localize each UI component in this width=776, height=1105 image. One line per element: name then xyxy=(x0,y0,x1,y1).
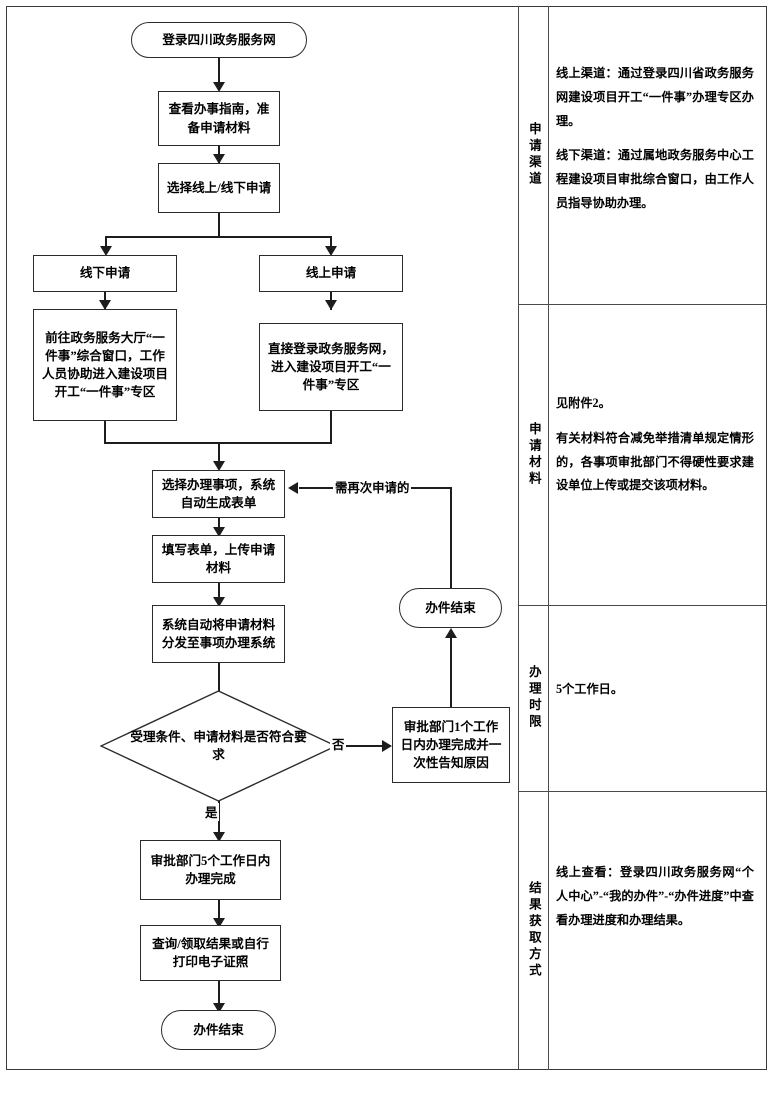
connector-feedback-vertical xyxy=(450,488,452,588)
arrow-select-to-fill xyxy=(213,527,225,537)
connector-dispatch-to-decision xyxy=(218,663,220,693)
annotation-paragraph: 有关材料符合减免举措清单规定情形的，各事项审批部门不得硬性要求建设单位上传或提交… xyxy=(556,430,754,493)
arrow-to-offline xyxy=(99,246,112,256)
annotation-label-result-retrieval: 结果获取方式 xyxy=(526,881,541,980)
node-select-item: 选择办理事项，系统自动生成表单 xyxy=(152,470,285,518)
node-offline-application: 线下申请 xyxy=(33,255,177,292)
annotation-paragraph: 线上渠道：通过登录四川省政务服务网建设项目开工“一件事”办理专区办理。 xyxy=(556,66,754,128)
annotation-paragraph: 线下渠道：通过属地政务服务中心工程建设项目审批综合窗口，由工作人员指导协助办理。 xyxy=(556,148,754,210)
table-divider-vertical-1 xyxy=(518,6,519,1070)
connector-merge-stem xyxy=(218,442,220,464)
decision-label: 受理条件、申请材料是否符合要求 xyxy=(130,729,307,762)
node-online-application: 线上申请 xyxy=(259,255,403,292)
node-end-success: 办件结束 xyxy=(161,1010,276,1050)
connector-select-to-fill xyxy=(218,518,220,535)
connector-split-left xyxy=(105,236,107,254)
connector-online-detail-down xyxy=(330,411,332,443)
node-auto-dispatch: 系统自动将申请材料分发至事项办理系统 xyxy=(152,605,285,663)
arrow-approve-to-result xyxy=(213,918,225,928)
annotation-label-processing-time: 办理时限 xyxy=(526,665,541,731)
table-divider-vertical-2 xyxy=(548,6,549,1070)
annotation-paragraph: 线上查看：登录四川政务服务网“个人中心”-“我的办件”-“办件进度”中查看办理进… xyxy=(556,865,754,927)
edge-label-reapply: 需再次申请的 xyxy=(333,478,412,496)
connector-approve-to-result xyxy=(218,900,220,924)
connector-reject-to-end xyxy=(450,638,452,707)
arrow-start-to-guide xyxy=(213,82,225,92)
arrow-result-to-end xyxy=(213,1003,225,1013)
connector-result-to-end xyxy=(218,981,220,1007)
connector-start-to-guide xyxy=(218,58,220,84)
arrow-decision-to-approve xyxy=(213,832,225,842)
connector-split-right xyxy=(330,236,332,254)
annotation-label-application-materials: 申请材料 xyxy=(526,421,541,488)
connector-split-horizontal xyxy=(105,236,332,238)
edge-label-no: 否 xyxy=(330,735,347,753)
node-fill-form: 填写表单，上传申请材料 xyxy=(152,535,285,583)
node-start: 登录四川政务服务网 xyxy=(131,22,307,58)
table-divider-horizontal-3 xyxy=(518,791,767,792)
node-online-detail: 直接登录政务服务网，进入建设项目开工“一件事”专区 xyxy=(259,323,403,411)
arrow-fill-to-dispatch xyxy=(213,597,225,607)
arrow-online-to-detail xyxy=(325,300,338,310)
node-decision: 受理条件、申请材料是否符合要求 xyxy=(100,690,337,802)
node-offline-detail: 前往政务服务大厅“一件事”综合窗口，工作人员协助进入建设项目开工“一件事”专区 xyxy=(33,309,177,421)
page-frame xyxy=(6,6,767,1070)
connector-choose-stem xyxy=(218,213,220,237)
annotation-label-application-channel: 申请渠道 xyxy=(526,122,541,188)
connector-offline-detail-down xyxy=(104,421,106,443)
node-approve: 审批部门5个工作日内办理完成 xyxy=(140,840,281,900)
connector-fill-to-dispatch xyxy=(218,583,220,604)
table-divider-horizontal-2 xyxy=(518,605,767,606)
arrow-merge-to-select xyxy=(213,461,225,471)
arrow-guide-to-choose xyxy=(213,154,225,164)
annotation-paragraph: 5个工作日。 xyxy=(556,682,624,696)
arrow-decision-to-reject xyxy=(382,740,392,752)
annotation-body-processing-time: 5个工作日。 xyxy=(556,678,754,702)
annotation-body-application-channel: 线上渠道：通过登录四川省政务服务网建设项目开工“一件事”办理专区办理。 线下渠道… xyxy=(556,62,754,216)
node-get-result: 查询/领取结果或自行打印电子证照 xyxy=(140,925,281,981)
node-end-reject: 办件结束 xyxy=(399,588,502,628)
arrow-feedback-to-select xyxy=(288,482,298,494)
annotation-body-application-materials: 见附件2。 有关材料符合减免举措清单规定情形的，各事项审批部门不得硬性要求建设单… xyxy=(556,392,754,498)
connector-decision-no-2 xyxy=(352,745,384,747)
arrow-offline-to-detail xyxy=(99,300,111,310)
arrow-reject-to-end xyxy=(445,628,457,638)
annotation-paragraph: 见附件2。 xyxy=(556,396,611,410)
edge-label-yes: 是 xyxy=(203,803,220,821)
arrow-to-online xyxy=(325,246,338,256)
table-divider-horizontal-1 xyxy=(518,304,767,305)
annotation-body-result-retrieval: 线上查看：登录四川政务服务网“个人中心”-“我的办件”-“办件进度”中查看办理进… xyxy=(556,861,754,932)
node-reject-notice: 审批部门1个工作日内办理完成并一次性告知原因 xyxy=(392,707,510,783)
node-view-guide: 查看办事指南，准备申请材料 xyxy=(158,91,280,146)
node-choose-channel: 选择线上/线下申请 xyxy=(158,163,280,213)
connector-merge-horizontal xyxy=(104,442,332,444)
